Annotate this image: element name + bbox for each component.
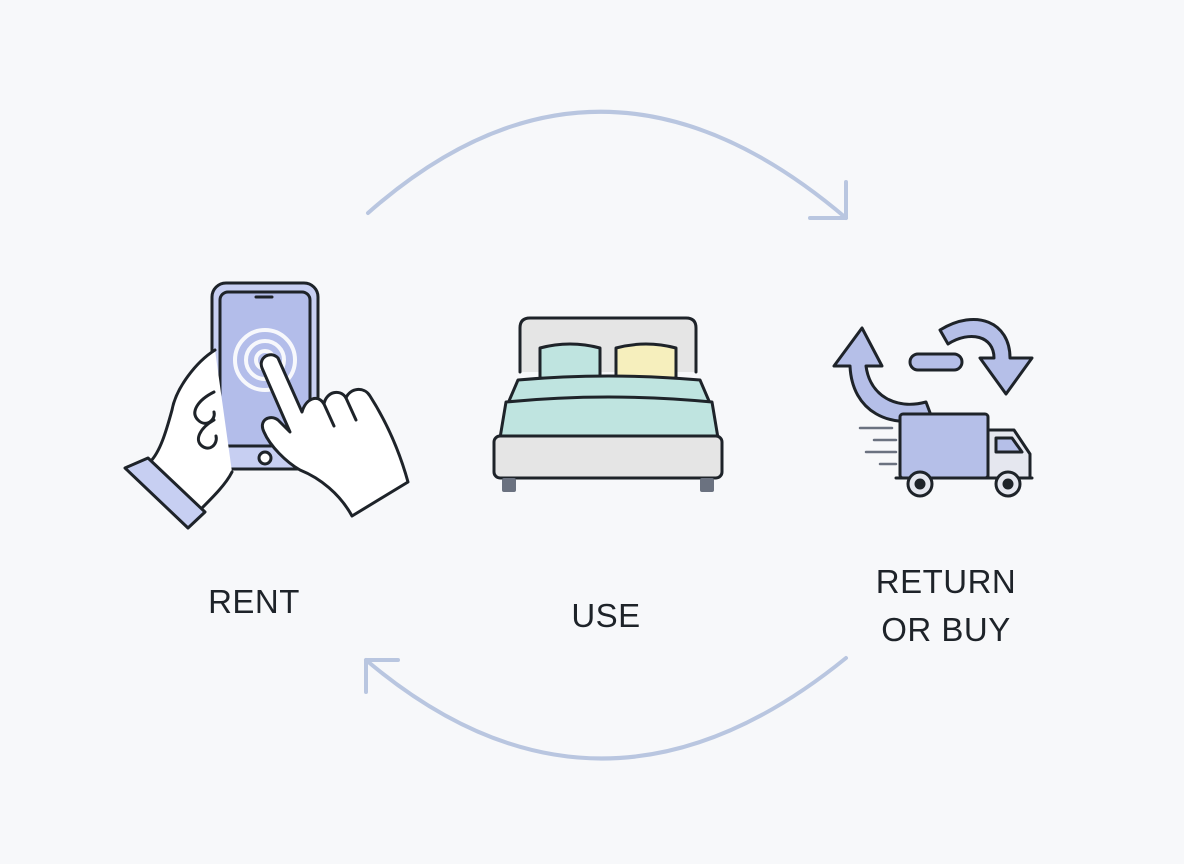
top-arrowhead: [808, 180, 848, 220]
bottom-cycle-arrow: [364, 656, 848, 761]
step-label-return-or-buy: RETURN OR BUY: [834, 558, 1058, 654]
step-label-return-line2: OR BUY: [881, 611, 1011, 648]
truck-return-icon: [832, 318, 1034, 498]
step-label-rent: RENT: [208, 583, 300, 620]
step-label-use: USE: [571, 597, 641, 634]
top-cycle-arrow: [366, 109, 848, 220]
bottom-arrowhead: [364, 658, 400, 694]
step-label-return-line1: RETURN: [875, 563, 1017, 600]
bed-icon: [492, 316, 724, 492]
phone-tap-icon: [123, 281, 410, 530]
